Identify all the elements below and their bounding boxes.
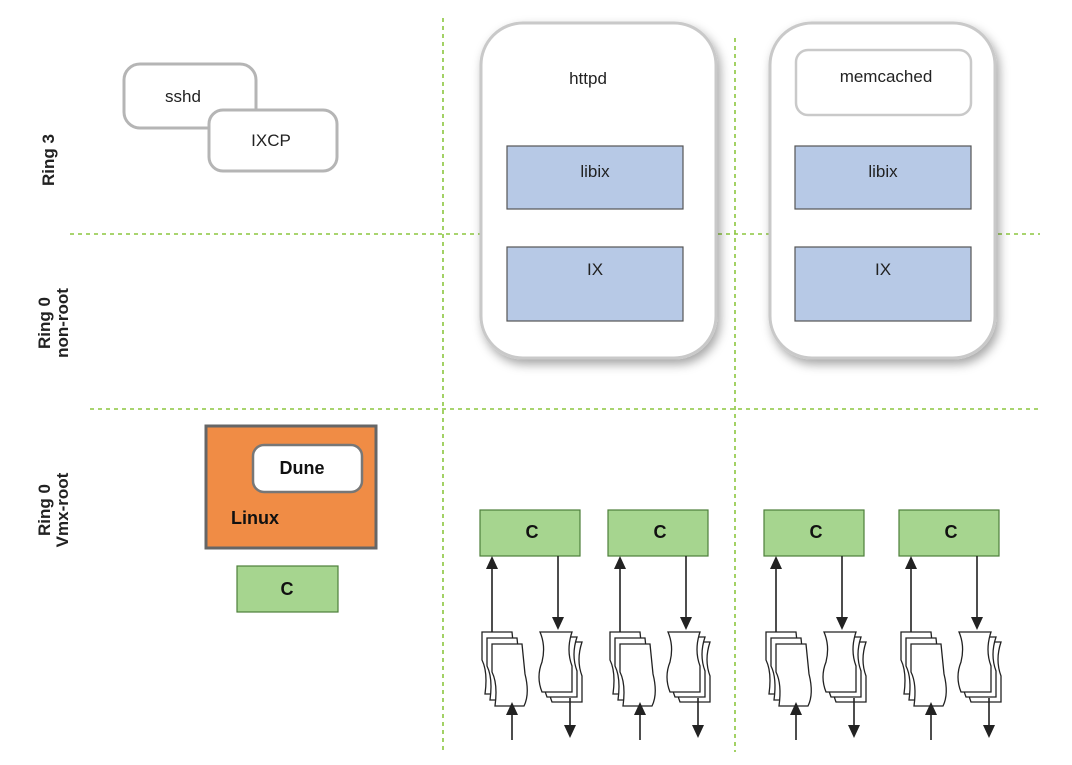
- app-0-core-1-rx-queue-page-2: [619, 643, 656, 707]
- httpd-label: httpd: [569, 69, 607, 88]
- app-0-core-0-nic-in-arrow-head: [506, 702, 518, 715]
- linux-core-box: [236, 565, 339, 613]
- ixcp-label: IXCP: [251, 131, 291, 150]
- ring-0-nonroot-label-line1: Ring 0: [35, 297, 54, 349]
- ring-labels: Ring 3 Ring 0 non-root Ring 0 Vmx-root: [35, 134, 72, 547]
- httpd-libix-label: libix: [580, 162, 610, 181]
- app-0-core-0: C: [479, 509, 583, 740]
- app-1-core-1-rx-arrow-head: [905, 556, 917, 569]
- linux-label: Linux: [231, 508, 279, 528]
- app-0-core-1-box: [607, 509, 709, 557]
- app-0-core-0-box: [479, 509, 581, 557]
- app-0-core-1-nic-in-arrow-head: [634, 702, 646, 715]
- memcached-libix-label: libix: [868, 162, 898, 181]
- app-1-core-0-rx-arrow-head: [770, 556, 782, 569]
- linux-core: C: [236, 565, 339, 613]
- memcached-name-box: [794, 48, 973, 117]
- memcached-libix-box: [794, 145, 972, 210]
- app-1-core-0-box: [763, 509, 865, 557]
- app-0-core-1: C: [607, 509, 711, 740]
- linux-core-label: C: [281, 579, 294, 599]
- ixcp-process: IXCP: [207, 108, 339, 173]
- app-1-core-1-rx-queue-page-2: [910, 643, 947, 707]
- dune-label: Dune: [280, 458, 325, 478]
- app-1-core-0-tx-queue-page-0: [822, 631, 857, 693]
- app-0-core-1-nic-out-arrow-head: [692, 725, 704, 738]
- app-0-core-0-tx-arrow-head: [552, 617, 564, 630]
- app-1-core-0-rx-queue-page-2: [775, 643, 812, 707]
- app-httpd: httpd libix IX: [479, 21, 718, 360]
- ring-0-nonroot-label-line2: non-root: [53, 288, 72, 358]
- app-0-core-0-rx-queue-page-2: [491, 643, 528, 707]
- app-1-core-0-label: C: [810, 522, 823, 542]
- memcached-ix-label: IX: [875, 260, 891, 279]
- app-1-core-0-nic-out-arrow-head: [848, 725, 860, 738]
- app-0-core-0-tx-queue-page-0: [538, 631, 573, 693]
- app-1-core-1-label: C: [945, 522, 958, 542]
- ixcp-box: [207, 108, 339, 173]
- app-1-core-1-tx-arrow-head: [971, 617, 983, 630]
- sshd-label: sshd: [165, 87, 201, 106]
- app-1-core-0-tx-arrow-head: [836, 617, 848, 630]
- app-1-core-1-tx-queue-page-0: [957, 631, 992, 693]
- app-0-core-0-nic-out-arrow-head: [564, 725, 576, 738]
- app-0-core-1-rx-arrow-head: [614, 556, 626, 569]
- ring-3-label: Ring 3: [39, 134, 58, 186]
- app-0-core-0-rx-arrow-head: [486, 556, 498, 569]
- httpd-ix-label: IX: [587, 260, 603, 279]
- httpd-libix-box: [506, 145, 684, 210]
- app-0-core-1-tx-arrow-head: [680, 617, 692, 630]
- app-0-core-0-label: C: [526, 522, 539, 542]
- app-1-core-0-nic-in-arrow-head: [790, 702, 802, 715]
- memcached-ix-box: [794, 246, 972, 322]
- linux-kernel: Dune Linux: [204, 424, 378, 550]
- app-0-core-1-tx-queue-page-0: [666, 631, 701, 693]
- app-1-core-1-nic-in-arrow-head: [925, 702, 937, 715]
- app-1-core-1: C: [898, 509, 1002, 740]
- dune-box: [251, 443, 364, 494]
- ring-0-vmx-label-line2: Vmx-root: [53, 472, 72, 547]
- ring-0-vmx-label-line1: Ring 0: [35, 484, 54, 536]
- memcached-label: memcached: [840, 67, 933, 86]
- app-1-core-1-nic-out-arrow-head: [983, 725, 995, 738]
- app-0-core-1-label: C: [654, 522, 667, 542]
- httpd-ix-box: [506, 246, 684, 322]
- app-1-core-0: C: [763, 509, 867, 740]
- app-memcached: memcached libix IX: [768, 21, 997, 360]
- app-1-core-1-box: [898, 509, 1000, 557]
